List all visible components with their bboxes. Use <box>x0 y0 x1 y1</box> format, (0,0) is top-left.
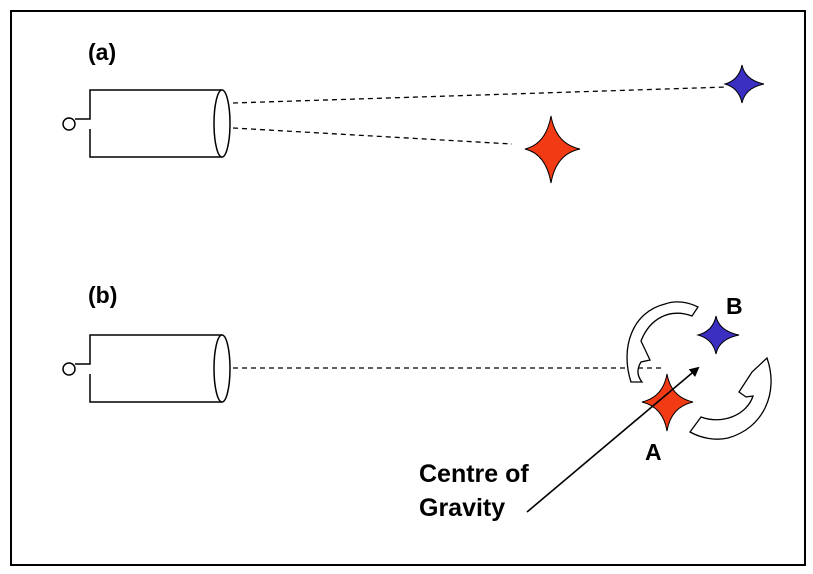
sightline-to-star-a <box>232 127 513 145</box>
telescope-eyepiece-icon <box>62 362 76 376</box>
telescope-body <box>75 334 222 403</box>
telescope-lens <box>213 334 231 403</box>
diagram-frame <box>10 10 806 566</box>
orbit-arrow-icon <box>626 301 699 383</box>
centre-of-gravity-label-line2: Gravity <box>419 494 505 522</box>
orbit-arrow-icon <box>689 356 772 440</box>
star-b-icon <box>696 315 740 355</box>
centre-of-gravity-label-line1: Centre of <box>419 460 529 488</box>
star-b-icon <box>723 64 765 104</box>
panel-b-label: (b) <box>88 282 117 308</box>
star-a-label: A <box>645 439 662 465</box>
star-b-label: B <box>726 293 743 319</box>
telescope-a <box>62 89 231 158</box>
sightline-to-star-b <box>232 86 728 104</box>
telescope-body <box>75 89 222 158</box>
star-a-icon <box>524 115 581 184</box>
telescope-eyepiece-icon <box>62 117 76 131</box>
telescope-b <box>62 334 231 403</box>
panel-a-label: (a) <box>88 39 116 65</box>
star-a-icon <box>641 373 694 432</box>
telescope-lens <box>213 89 231 158</box>
centre-of-gravity-arrow <box>526 366 700 513</box>
